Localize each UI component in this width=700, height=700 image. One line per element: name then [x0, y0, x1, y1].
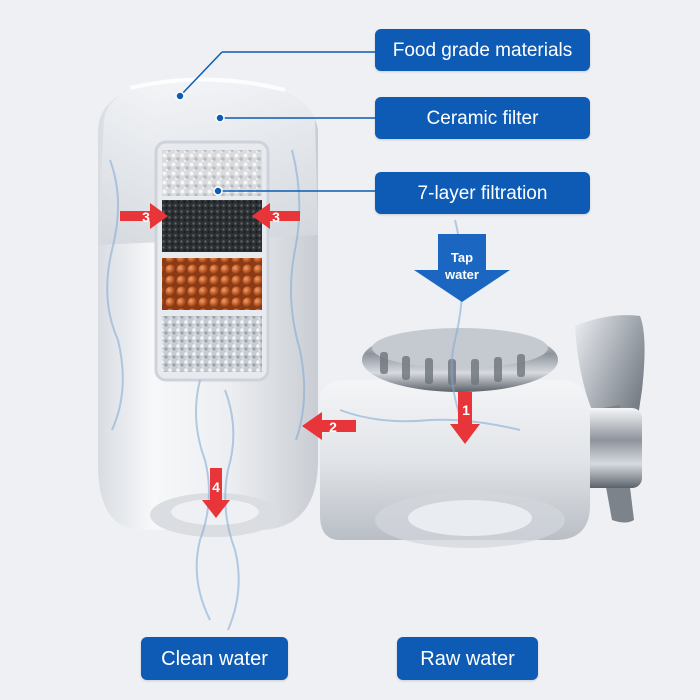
- ceramic-layer: [162, 150, 262, 196]
- gravel-layer: [162, 316, 262, 372]
- water-splash: [106, 149, 521, 631]
- flow-arrow-2: [302, 412, 356, 440]
- flow-arrow-1: [450, 392, 480, 444]
- leader-lines: [175, 51, 375, 196]
- flow-arrow-4: [202, 468, 230, 518]
- tap-water-arrow: [414, 234, 510, 302]
- flow-arrows: [120, 203, 480, 518]
- seven-layer-callout: 7-layer filtration: [375, 172, 590, 214]
- tap-arrow-label-1: Tap: [451, 250, 473, 265]
- flow-step-2: 2: [329, 419, 337, 435]
- flow-step-1: 1: [462, 402, 470, 418]
- flow-arrow-3-left: [120, 203, 168, 229]
- flow-step-3-right: 3: [272, 209, 280, 225]
- carbon-layer: [162, 200, 262, 252]
- flow-arrow-3-right: [252, 203, 300, 229]
- raw-water-label: Raw water: [397, 637, 538, 680]
- flow-step-3-left: 3: [142, 209, 150, 225]
- clean-water-label: Clean water: [141, 637, 288, 680]
- flow-step-4: 4: [212, 479, 220, 495]
- tap-arrow-label-2: water: [444, 267, 479, 282]
- mineral-ball-layer: [162, 258, 262, 310]
- ceramic-filter-callout: Ceramic filter: [375, 97, 590, 139]
- food-grade-callout: Food grade materials: [375, 29, 590, 71]
